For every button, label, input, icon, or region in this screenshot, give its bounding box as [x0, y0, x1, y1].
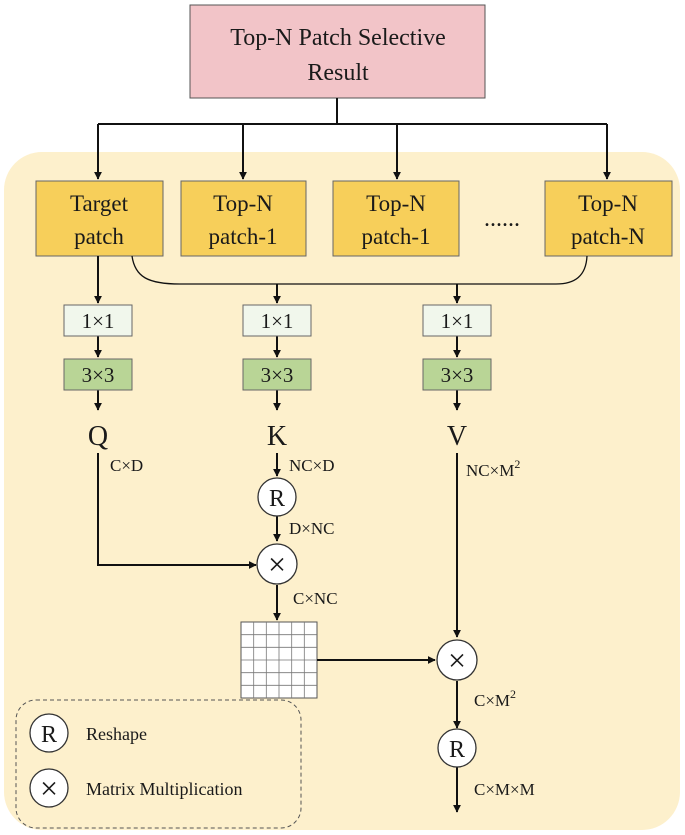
mult2-dim-sup: 2 [510, 687, 516, 701]
topn-merge-connector [131, 255, 588, 285]
target-patch-box [35, 180, 164, 257]
legend-multiply-symbol: × [40, 770, 58, 806]
v-branch-connectors [317, 284, 461, 813]
patch-ellipsis: ...... [484, 206, 520, 232]
q-conv-1x1 [63, 304, 133, 337]
v-conv-1x1 [422, 304, 492, 337]
v-conv-3x3 [422, 358, 492, 391]
reshape-out-dim-label: D×NC [289, 519, 334, 538]
k-label: K [267, 421, 287, 452]
k-dim-label: NC×D [289, 456, 334, 475]
legend-reshape-symbol: R [41, 722, 57, 748]
q-dim-label: C×D [110, 456, 143, 475]
top-n-patch-n-box [544, 180, 673, 257]
attention-panel [4, 152, 680, 830]
reshape-node-out-symbol: R [449, 737, 465, 763]
v-conv-1x1-label: 1×1 [441, 309, 474, 333]
top-n-patch-1-box [180, 180, 307, 257]
top-n-result-title: Top-N Patch Selective [230, 25, 446, 51]
mult2-dim-label: C×M2 [474, 687, 516, 710]
k-conv-3x3 [242, 358, 312, 391]
top-n-patch-1-label-2: patch-1 [209, 224, 278, 249]
q-conv-3x3-label: 3×3 [82, 363, 115, 387]
q-branch-connectors [94, 256, 257, 569]
target-patch-label-2: patch [74, 224, 124, 249]
multiply-node-qk [256, 543, 298, 585]
top-n-patch-2-label-1: Top-N [366, 191, 426, 216]
top-n-patch-1-label-1: Top-N [213, 191, 273, 216]
top-n-patch-2-box [332, 180, 460, 257]
top-n-result-box [189, 4, 486, 99]
top-n-patch-n-label-1: Top-N [578, 191, 638, 216]
legend-multiply-icon [29, 768, 69, 808]
v-conv-3x3-label: 3×3 [441, 363, 474, 387]
mult-out-dim-label: C×NC [293, 589, 338, 608]
k-conv-3x3-label: 3×3 [261, 363, 294, 387]
top-n-result-subtitle: Result [307, 60, 369, 86]
final-dim-label: C×M×M [474, 780, 535, 799]
top-n-patch-n-label-2: patch-N [571, 224, 645, 249]
k-conv-1x1 [242, 304, 312, 337]
q-conv-3x3 [63, 358, 133, 391]
distribution-connectors [94, 98, 611, 180]
v-dim-label: NC×M2 [466, 457, 520, 480]
target-patch-label-1: Target [70, 191, 129, 216]
legend-multiply-label: Matrix Multiplication [86, 779, 242, 799]
reshape-node-out [437, 728, 477, 768]
mult2-dim-base: C×M [474, 691, 510, 710]
top-n-patch-2-label-2: patch-1 [362, 224, 431, 249]
reshape-node-k-symbol: R [269, 486, 285, 512]
attention-matrix-grid [240, 621, 318, 699]
legend-reshape-icon [29, 713, 69, 753]
v-label: V [447, 421, 467, 452]
multiply-node-av [436, 639, 478, 681]
v-dim-sup: 2 [514, 457, 520, 471]
q-conv-1x1-label: 1×1 [82, 309, 115, 333]
q-label: Q [88, 421, 108, 452]
k-conv-1x1-label: 1×1 [261, 309, 294, 333]
legend-box [15, 699, 302, 829]
v-dim-base: NC×M [466, 461, 514, 480]
multiply-node-av-symbol: × [448, 642, 466, 678]
multiply-node-qk-symbol: × [268, 546, 286, 582]
reshape-node-k [257, 477, 297, 517]
legend-reshape-label: Reshape [86, 724, 147, 744]
